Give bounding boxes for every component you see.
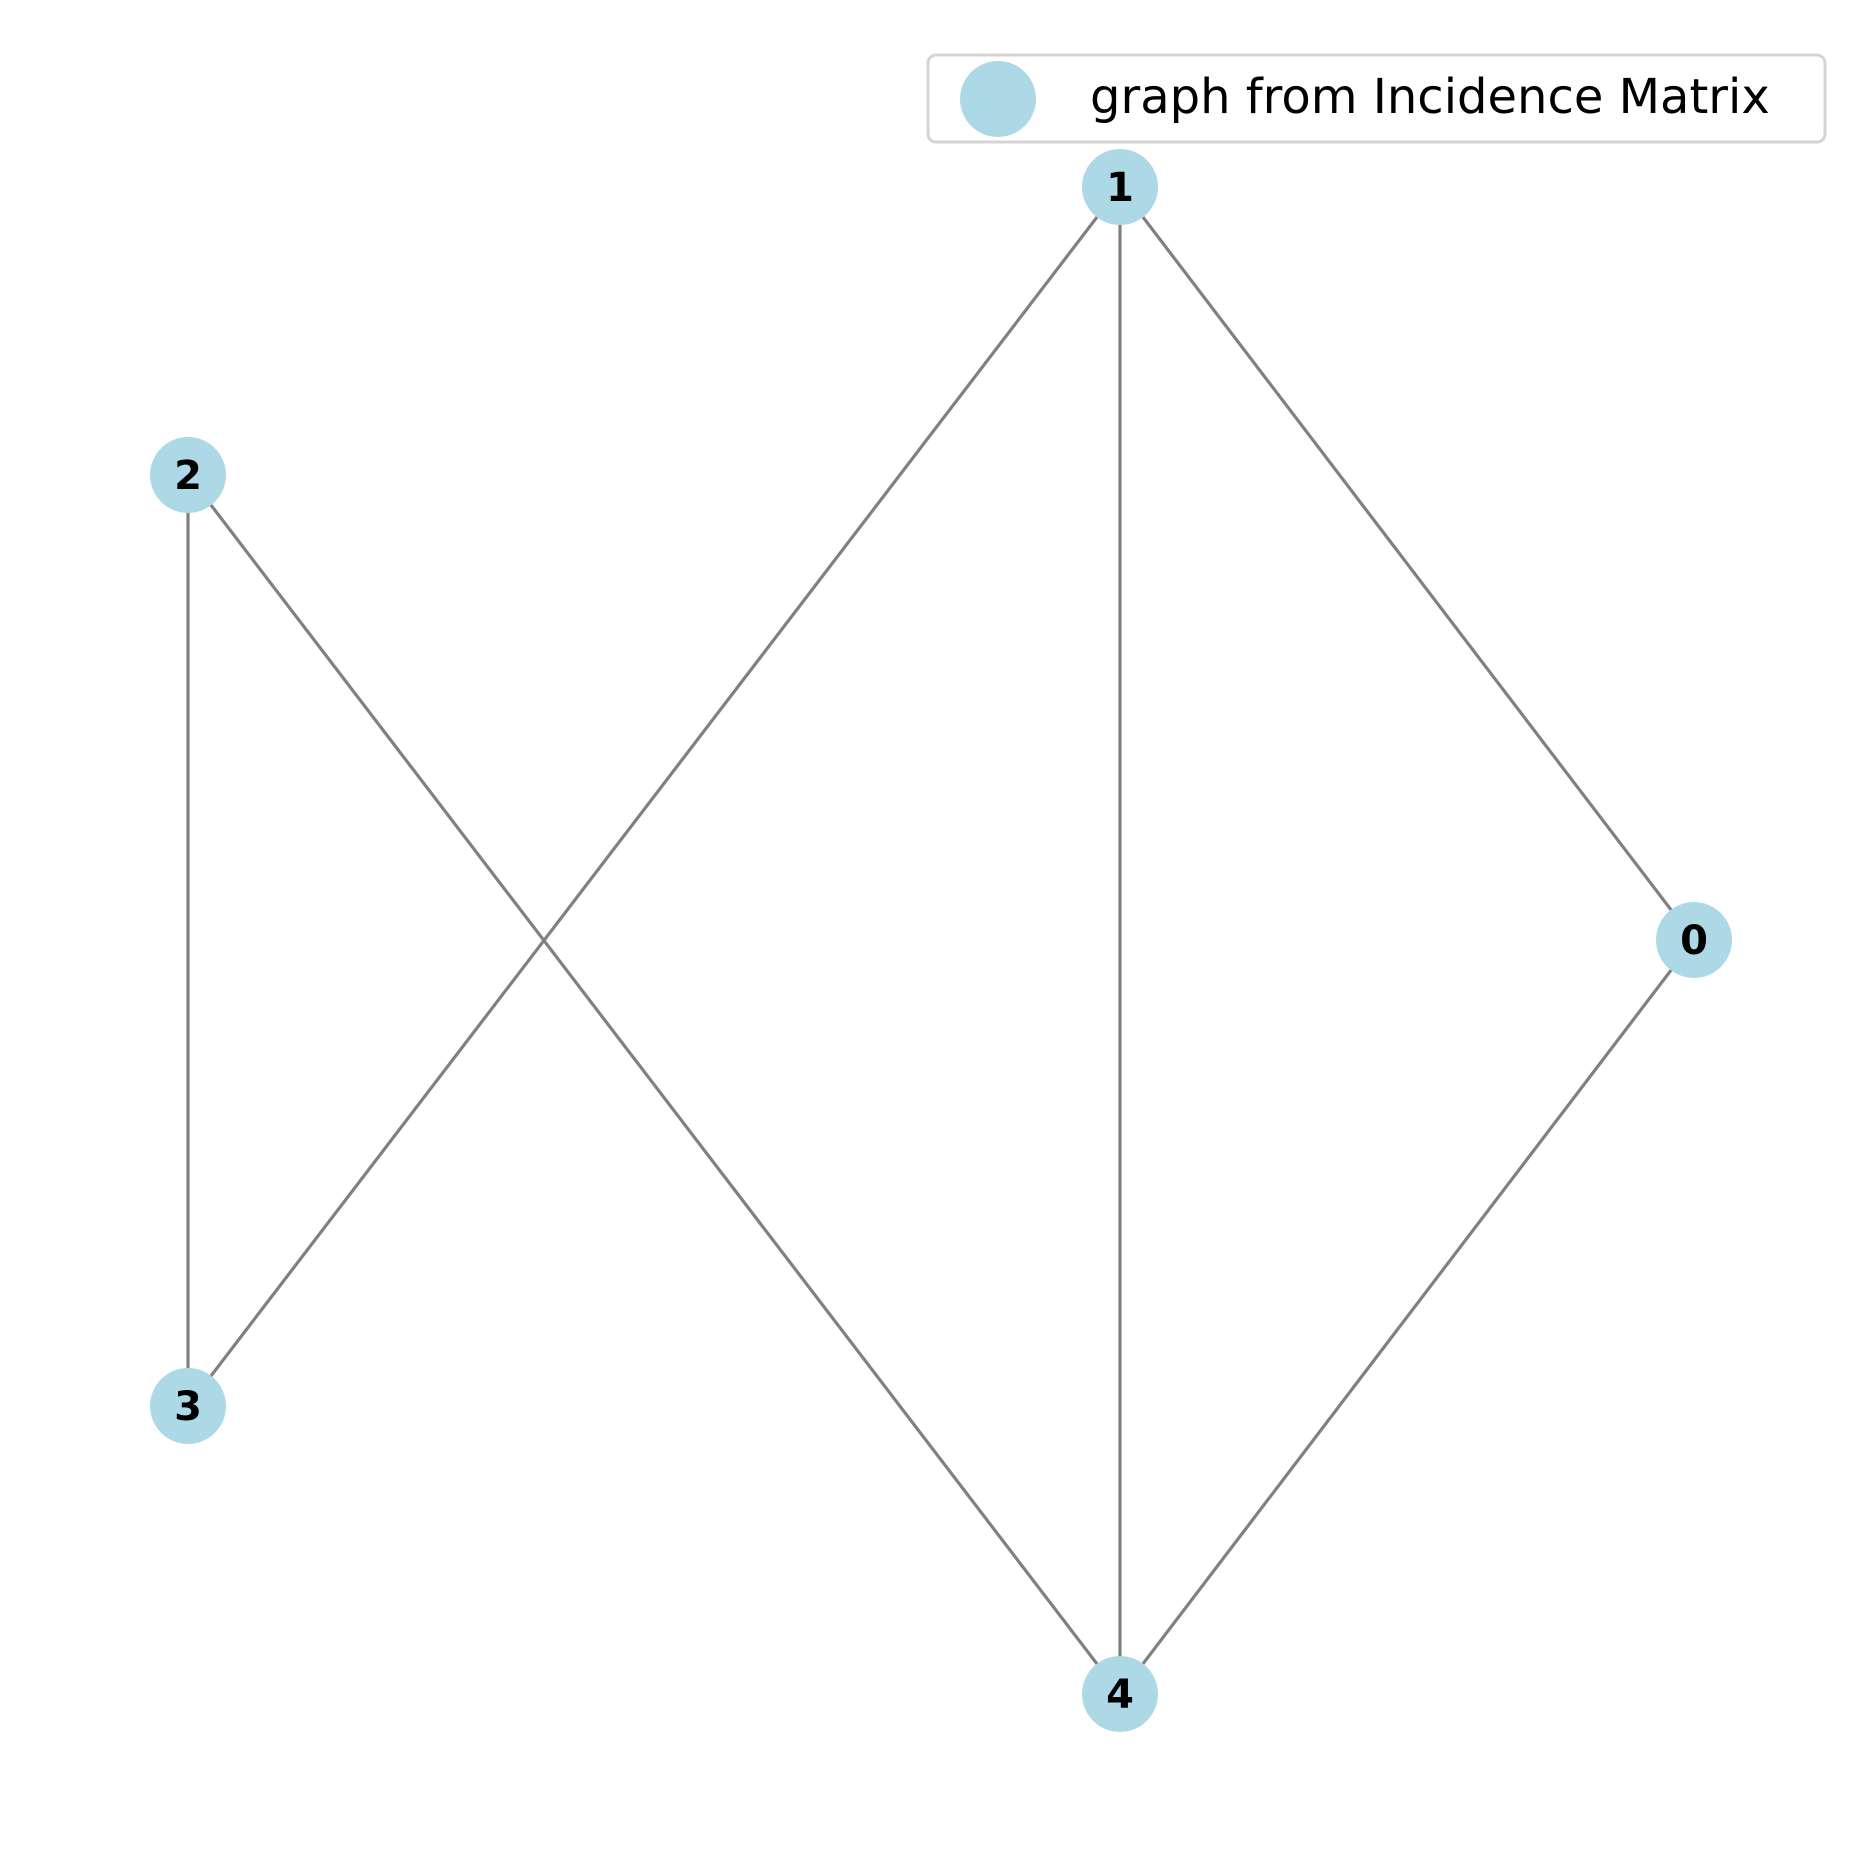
node-circle-3	[150, 1368, 226, 1444]
edges-layer	[186, 186, 1696, 1695]
edge-2-4	[186, 474, 1122, 1695]
edge-0-4	[1118, 939, 1696, 1695]
legend-label: graph from Incidence Matrix	[1090, 69, 1770, 125]
edge-0-1	[1118, 186, 1696, 941]
node-label-2: 2	[174, 453, 202, 499]
node-label-1: 1	[1106, 165, 1134, 211]
node-1: 1	[1082, 149, 1158, 225]
node-label-4: 4	[1106, 1672, 1134, 1718]
node-label-0: 0	[1680, 918, 1708, 964]
edge-1-3	[186, 186, 1122, 1407]
node-circle-2	[150, 437, 226, 513]
legend: graph from Incidence Matrix	[926, 53, 1827, 144]
node-label-3: 3	[174, 1384, 202, 1430]
node-0: 0	[1656, 902, 1732, 978]
legend-frame	[926, 53, 1827, 144]
nodes-layer: 0 1 2 3 4	[150, 149, 1732, 1732]
node-2: 2	[150, 437, 226, 513]
node-circle-4	[1082, 1656, 1158, 1732]
node-circle-1	[1082, 149, 1158, 225]
node-4: 4	[1082, 1656, 1158, 1732]
node-3: 3	[150, 1368, 226, 1444]
node-circle-0	[1656, 902, 1732, 978]
legend-node-marker	[960, 61, 1036, 137]
